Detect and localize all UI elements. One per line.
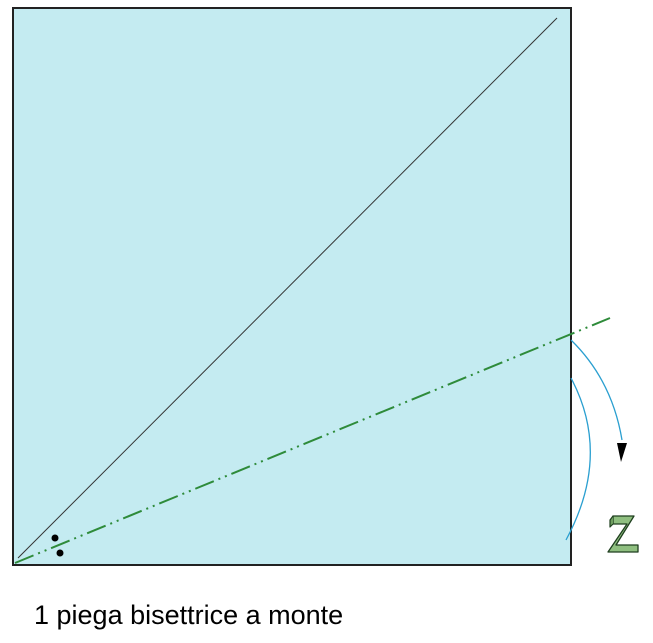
reference-dot-upper: [51, 534, 59, 542]
fold-arrowhead: [617, 443, 627, 462]
mountain-fold-line: [14, 317, 611, 564]
fold-arrow: [565, 339, 627, 541]
diagonal-crease: [17, 17, 558, 559]
paper-square: [12, 7, 572, 566]
reference-dot-lower: [56, 549, 64, 557]
step-caption: 1 piega bisettrice a monte: [34, 600, 344, 630]
fold-arrow-outer-curve: [570, 339, 623, 441]
turn-over-icon: [607, 515, 639, 553]
reference-dots: [51, 534, 64, 557]
fold-arrow-inner-curve: [565, 377, 591, 541]
